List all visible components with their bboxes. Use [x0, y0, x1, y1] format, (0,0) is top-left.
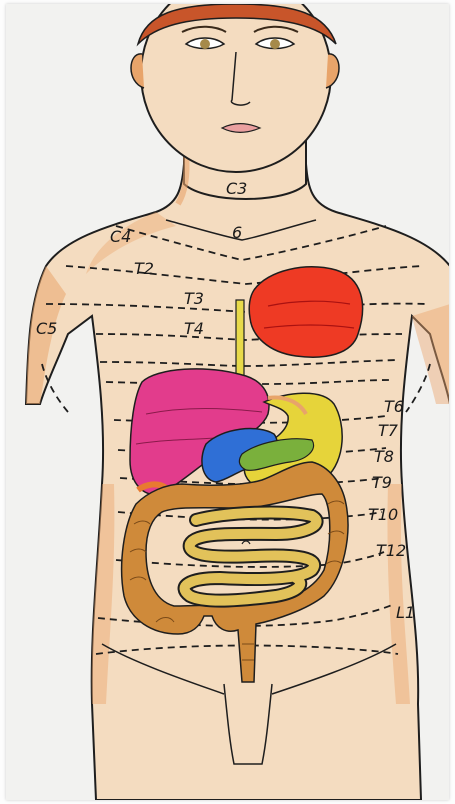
- label-t6: T6: [384, 397, 404, 416]
- label-t4: T4: [184, 319, 204, 338]
- label-t10: T10: [368, 505, 398, 524]
- label-t7: T7: [378, 421, 399, 440]
- label-t3: T3: [184, 289, 204, 308]
- label-t9: T9: [372, 473, 392, 492]
- drawing-paper: C3 6 C4 T2 T3 T4 C5 T6 T7 T8 T9 T10 T12 …: [6, 4, 449, 800]
- heart: [249, 267, 362, 357]
- label-l1: L1: [396, 603, 415, 622]
- label-six: 6: [232, 223, 242, 242]
- label-t12: T12: [376, 541, 406, 560]
- referred-pain-dermatome-diagram: C3 6 C4 T2 T3 T4 C5 T6 T7 T8 T9 T10 T12 …: [6, 4, 449, 800]
- label-t8: T8: [374, 447, 394, 466]
- label-c5: C5: [36, 319, 57, 338]
- label-c3: C3: [226, 179, 247, 198]
- label-c4: C4: [110, 227, 131, 246]
- label-t2: T2: [134, 259, 154, 278]
